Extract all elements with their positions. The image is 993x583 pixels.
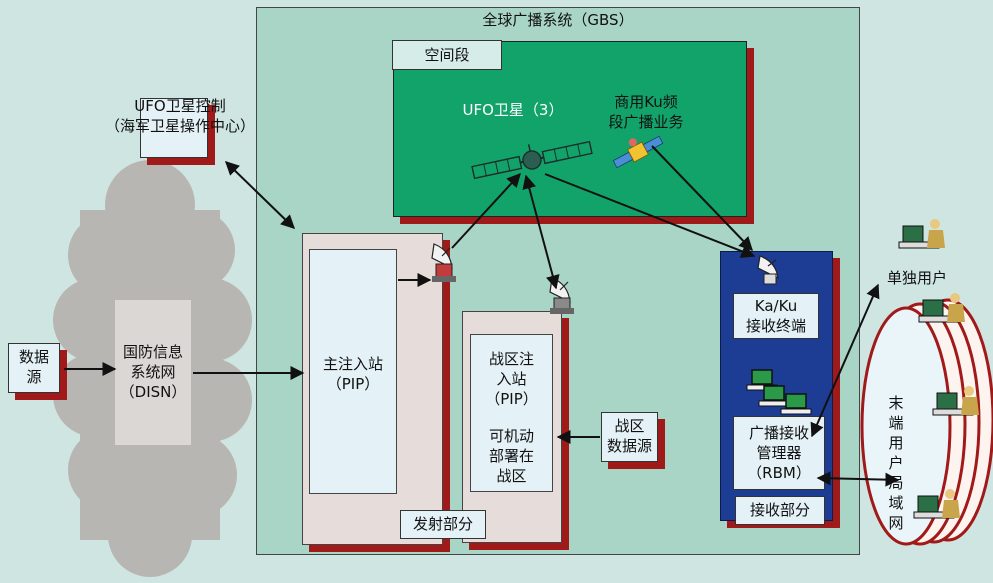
mobile-deploy-label: 可机动部署在战区 (488, 427, 534, 485)
receive-section-label: 接收部分 (735, 496, 825, 525)
theater-station-label: 战区注入站（PIP） (485, 350, 538, 408)
theater-injection-station (470, 334, 553, 492)
disn-label: 国防信息系统网（DISN） (119, 343, 187, 401)
data-source-box: 数据源 (8, 343, 60, 393)
single-user-label: 单独用户 (886, 269, 947, 287)
gbs-title: 全球广播系统（GBS） (482, 11, 634, 29)
rbm-box: 广播接收管理器（RBM） (733, 416, 825, 490)
disn-inner (115, 300, 191, 445)
transmit-section-label: 发射部分 (400, 510, 486, 539)
lan-label: 末端用户局域网 (888, 394, 904, 532)
ufo-control-box (140, 98, 208, 158)
ufo-satellite-label: UFO卫星（3） (462, 101, 564, 119)
ufo-control-label: UFO卫星控制（海军卫星操作中心） (104, 97, 255, 135)
space-segment-label: 空间段 (392, 40, 502, 70)
theater-data-source-box: 战区数据源 (601, 412, 658, 462)
main-station-label: 主注入站（PIP） (322, 355, 383, 393)
main-injection-station (309, 249, 397, 494)
ku-service-label: 商用Ku频段广播业务 (608, 93, 684, 131)
